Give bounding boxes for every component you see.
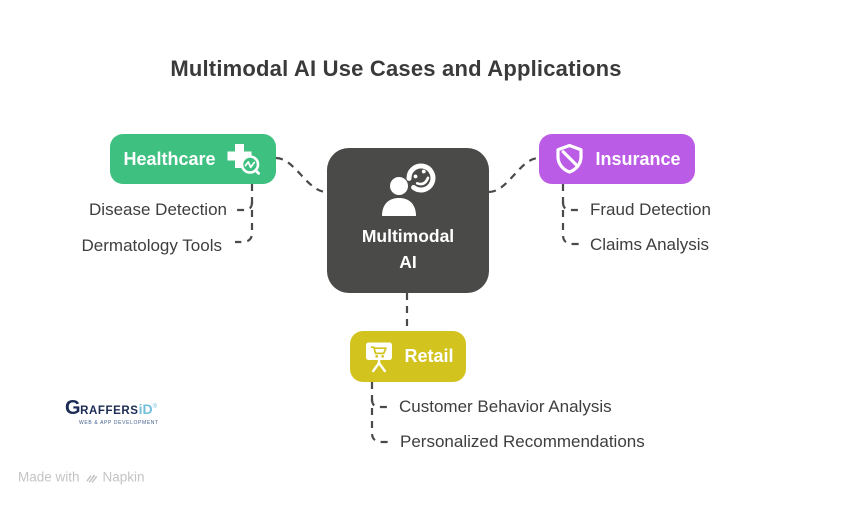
- registered-mark: ®: [152, 404, 157, 410]
- page-title: Multimodal AI Use Cases and Applications: [170, 56, 622, 81]
- item-dermatology-tools: Dermatology Tools: [81, 236, 222, 255]
- connector-healthcare-item2: [235, 184, 254, 244]
- retail-label: Retail: [404, 346, 454, 366]
- made-with-napkin: Made with Napkin: [18, 470, 145, 485]
- item-personalized-recommendations: Personalized Recommendations: [400, 432, 645, 451]
- insurance-label: Insurance: [595, 148, 681, 169]
- connector-retail-item2: [370, 382, 389, 444]
- logo-id-text: iD: [138, 401, 153, 417]
- connector-center-insurance: [488, 156, 540, 194]
- shield-icon: [553, 143, 586, 176]
- connector-healthcare-item1: [231, 201, 254, 212]
- healthcare-label: Healthcare: [123, 148, 216, 169]
- item-disease-detection: Disease Detection: [89, 200, 227, 219]
- logo-letter-g: G: [65, 397, 81, 419]
- node-retail: Retail: [350, 331, 466, 382]
- napkin-brand-text: Napkin: [102, 469, 145, 485]
- connector-insurance-item1: [561, 201, 583, 212]
- item-claims-analysis: Claims Analysis: [590, 235, 710, 254]
- item-customer-behavior-analysis: Customer Behavior Analysis: [399, 397, 612, 416]
- connector-healthcare-center: [275, 156, 328, 194]
- node-insurance: Insurance: [539, 134, 695, 184]
- logo-tagline: WEB & APP DEVELOPMENT: [79, 420, 159, 426]
- medical-cross-search-icon: [223, 141, 263, 177]
- connector-retail-item1: [370, 398, 390, 409]
- center-node-label: Multimodal AI: [362, 223, 454, 275]
- item-fraud-detection: Fraud Detection: [590, 200, 711, 219]
- napkin-logo-icon: [85, 471, 98, 484]
- shopping-cart-board-icon: [362, 339, 396, 374]
- logo-raffers-text: RAFFERS: [80, 405, 139, 417]
- made-with-text: Made with: [18, 469, 80, 485]
- center-label-line2: AI: [399, 252, 417, 272]
- person-face-recognition-icon: [376, 162, 440, 220]
- node-multimodal-ai: Multimodal AI: [327, 148, 489, 293]
- node-healthcare: Healthcare: [110, 134, 276, 184]
- center-label-line1: Multimodal: [361, 226, 455, 246]
- connector-insurance-item2: [561, 184, 580, 246]
